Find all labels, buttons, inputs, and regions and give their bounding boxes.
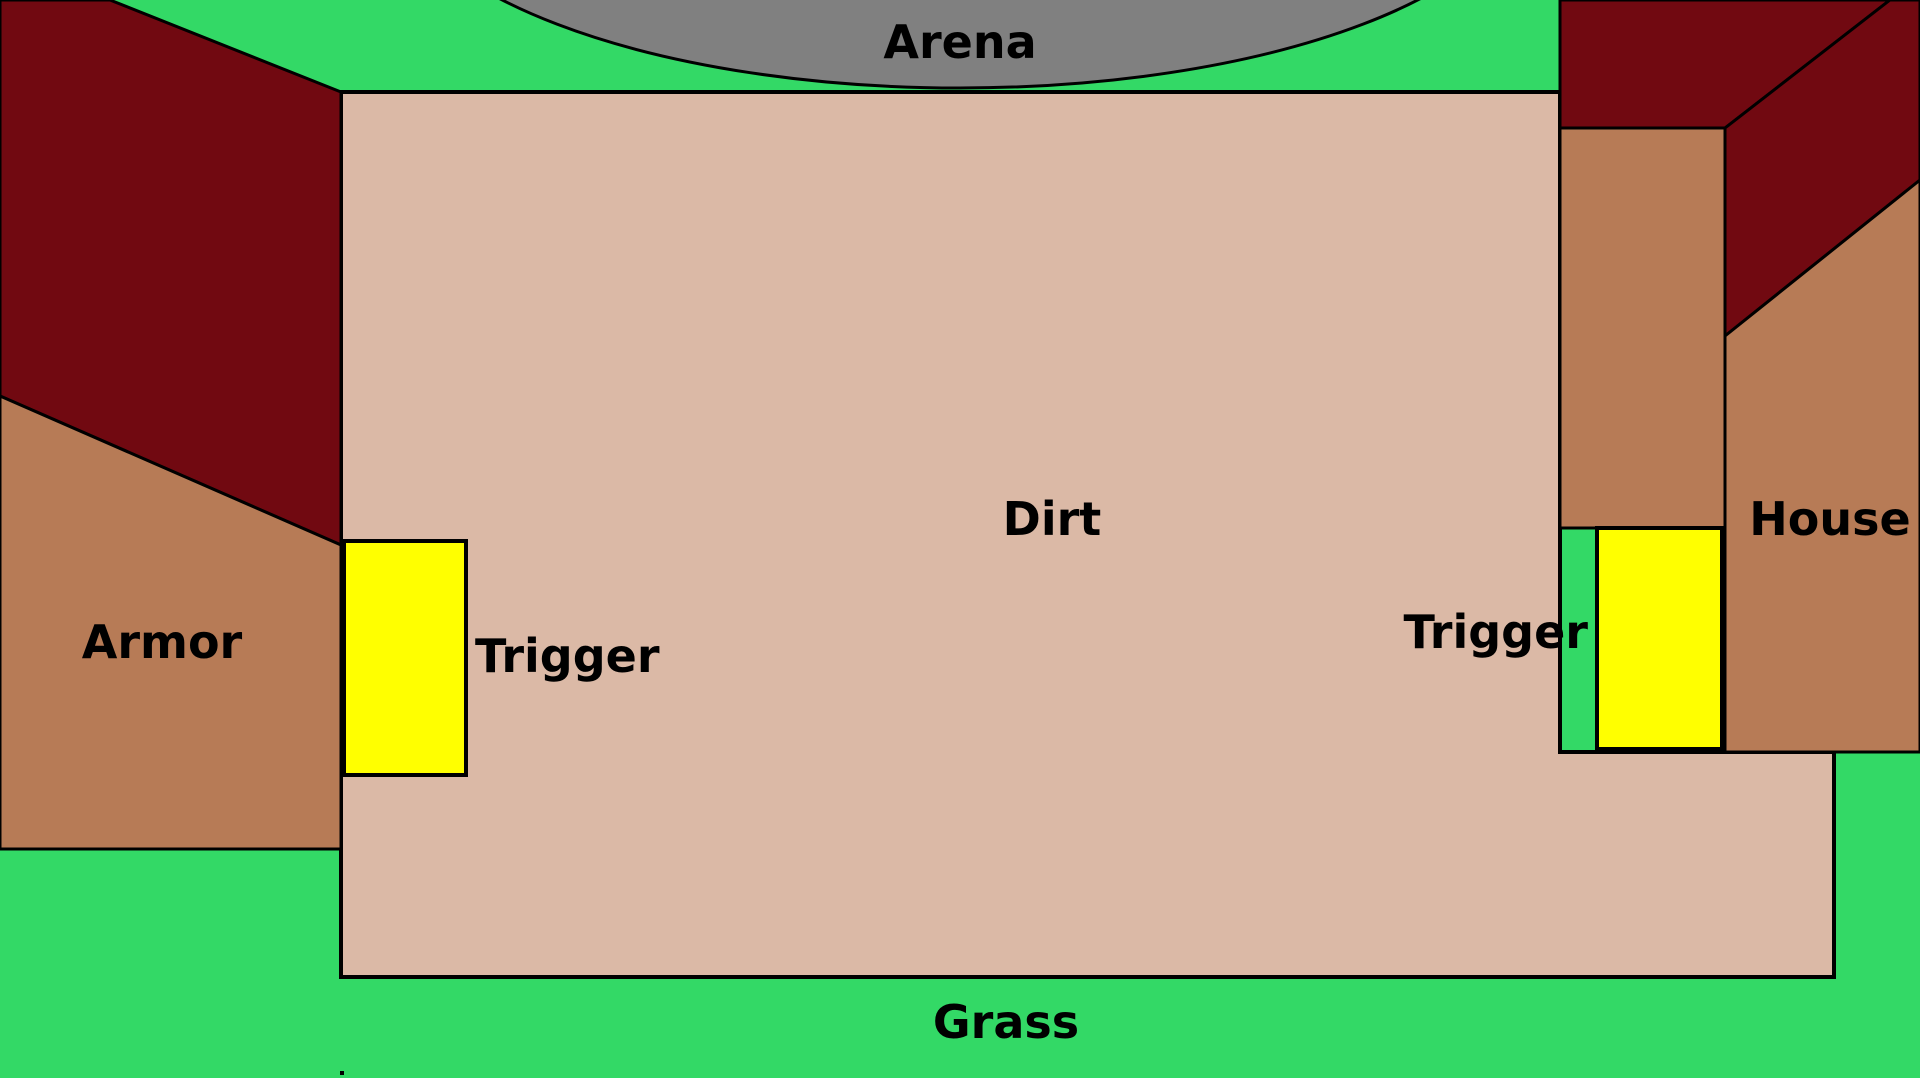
dirt-label: Dirt: [1003, 492, 1102, 546]
trigger-left-label: Trigger: [475, 629, 660, 683]
arena-area: [499, 0, 1421, 90]
armor-label: Armor: [82, 615, 243, 669]
armor-roof: [0, 0, 343, 548]
house-front-wall: [1558, 126, 1727, 530]
armor-building: [0, 394, 343, 851]
trigger-left-zone: [342, 539, 468, 777]
house-label: House: [1749, 492, 1910, 546]
house-building: [1723, 178, 1920, 754]
arena-label: Arena: [883, 15, 1036, 69]
trigger-right-label: Trigger: [1403, 605, 1588, 659]
stray-dot: [340, 1071, 344, 1075]
grass-label: Grass: [933, 995, 1079, 1049]
trigger-right-zone: [1595, 526, 1724, 751]
